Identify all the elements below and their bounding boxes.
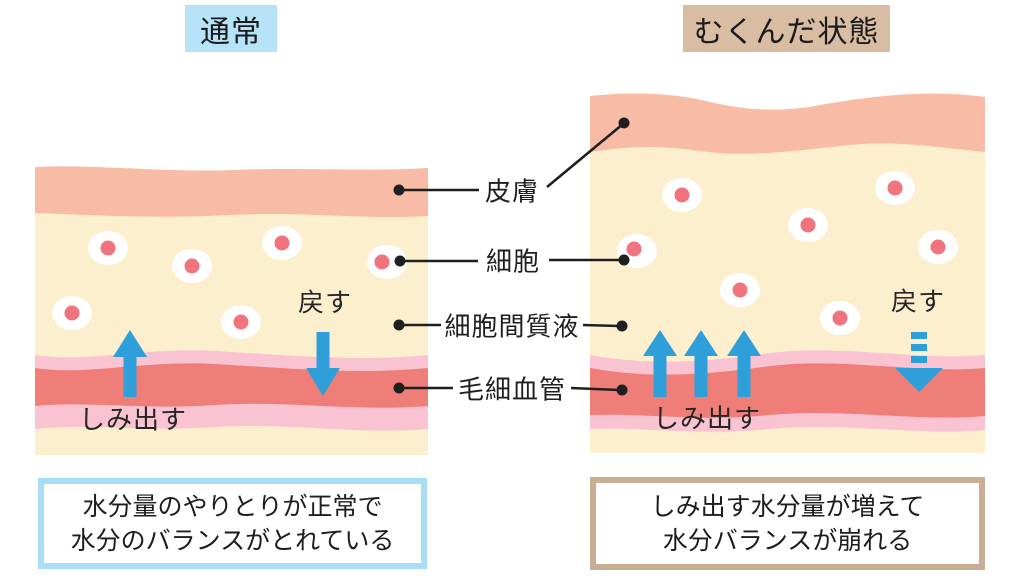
label-cell: 細胞 — [485, 246, 541, 277]
label-capillary: 毛細血管 — [457, 374, 567, 405]
label-skin: 皮膚 — [484, 176, 540, 207]
cell — [367, 245, 407, 279]
swollen-caption-line1: しみ出す水分量が増えて — [650, 492, 925, 521]
swollen-title: むくんだ状態 — [683, 5, 890, 52]
cell — [875, 171, 915, 205]
swollen-skin-panel — [590, 93, 985, 453]
seep-up-arrow-icon — [643, 330, 677, 397]
return-weak-dashed-arrow-icon — [895, 332, 943, 392]
swollen-caption-line2: 水分バランスが崩れる — [662, 526, 913, 555]
swollen-return-label: 戻す — [890, 286, 946, 317]
normal-caption-line2: 水分のバランスがとれている — [70, 526, 395, 555]
cell — [720, 273, 760, 307]
seep-up-arrow-icon — [684, 330, 718, 397]
cell — [617, 234, 657, 268]
cell — [788, 208, 828, 242]
normal-skin-panel — [35, 166, 428, 455]
skin-layer — [35, 166, 428, 218]
cell — [918, 230, 958, 264]
cell — [262, 226, 302, 260]
cell — [662, 178, 702, 212]
cell — [820, 301, 860, 335]
normal-caption-line1: 水分量のやりとりが正常で — [82, 492, 383, 521]
cell — [172, 249, 212, 283]
seep-up-arrow-icon — [113, 330, 147, 397]
swollen-seep-label: しみ出す — [652, 403, 762, 434]
normal-title: 通常 — [185, 5, 277, 52]
skin-layer — [590, 93, 985, 154]
swollen-caption: しみ出す水分量が増えて 水分バランスが崩れる — [590, 477, 985, 570]
cell — [52, 296, 92, 330]
capillary-blood — [590, 363, 985, 418]
label-interstitial-fluid: 細胞間質液 — [444, 311, 580, 342]
normal-seep-label: しみ出す — [78, 404, 188, 435]
return-down-arrow-icon — [306, 332, 340, 396]
cell — [88, 231, 128, 265]
normal-return-label: 戻す — [297, 287, 353, 318]
cell — [221, 305, 261, 339]
seep-up-arrow-icon — [727, 330, 761, 397]
normal-caption: 水分量のやりとりが正常で 水分のバランスがとれている — [38, 478, 427, 569]
